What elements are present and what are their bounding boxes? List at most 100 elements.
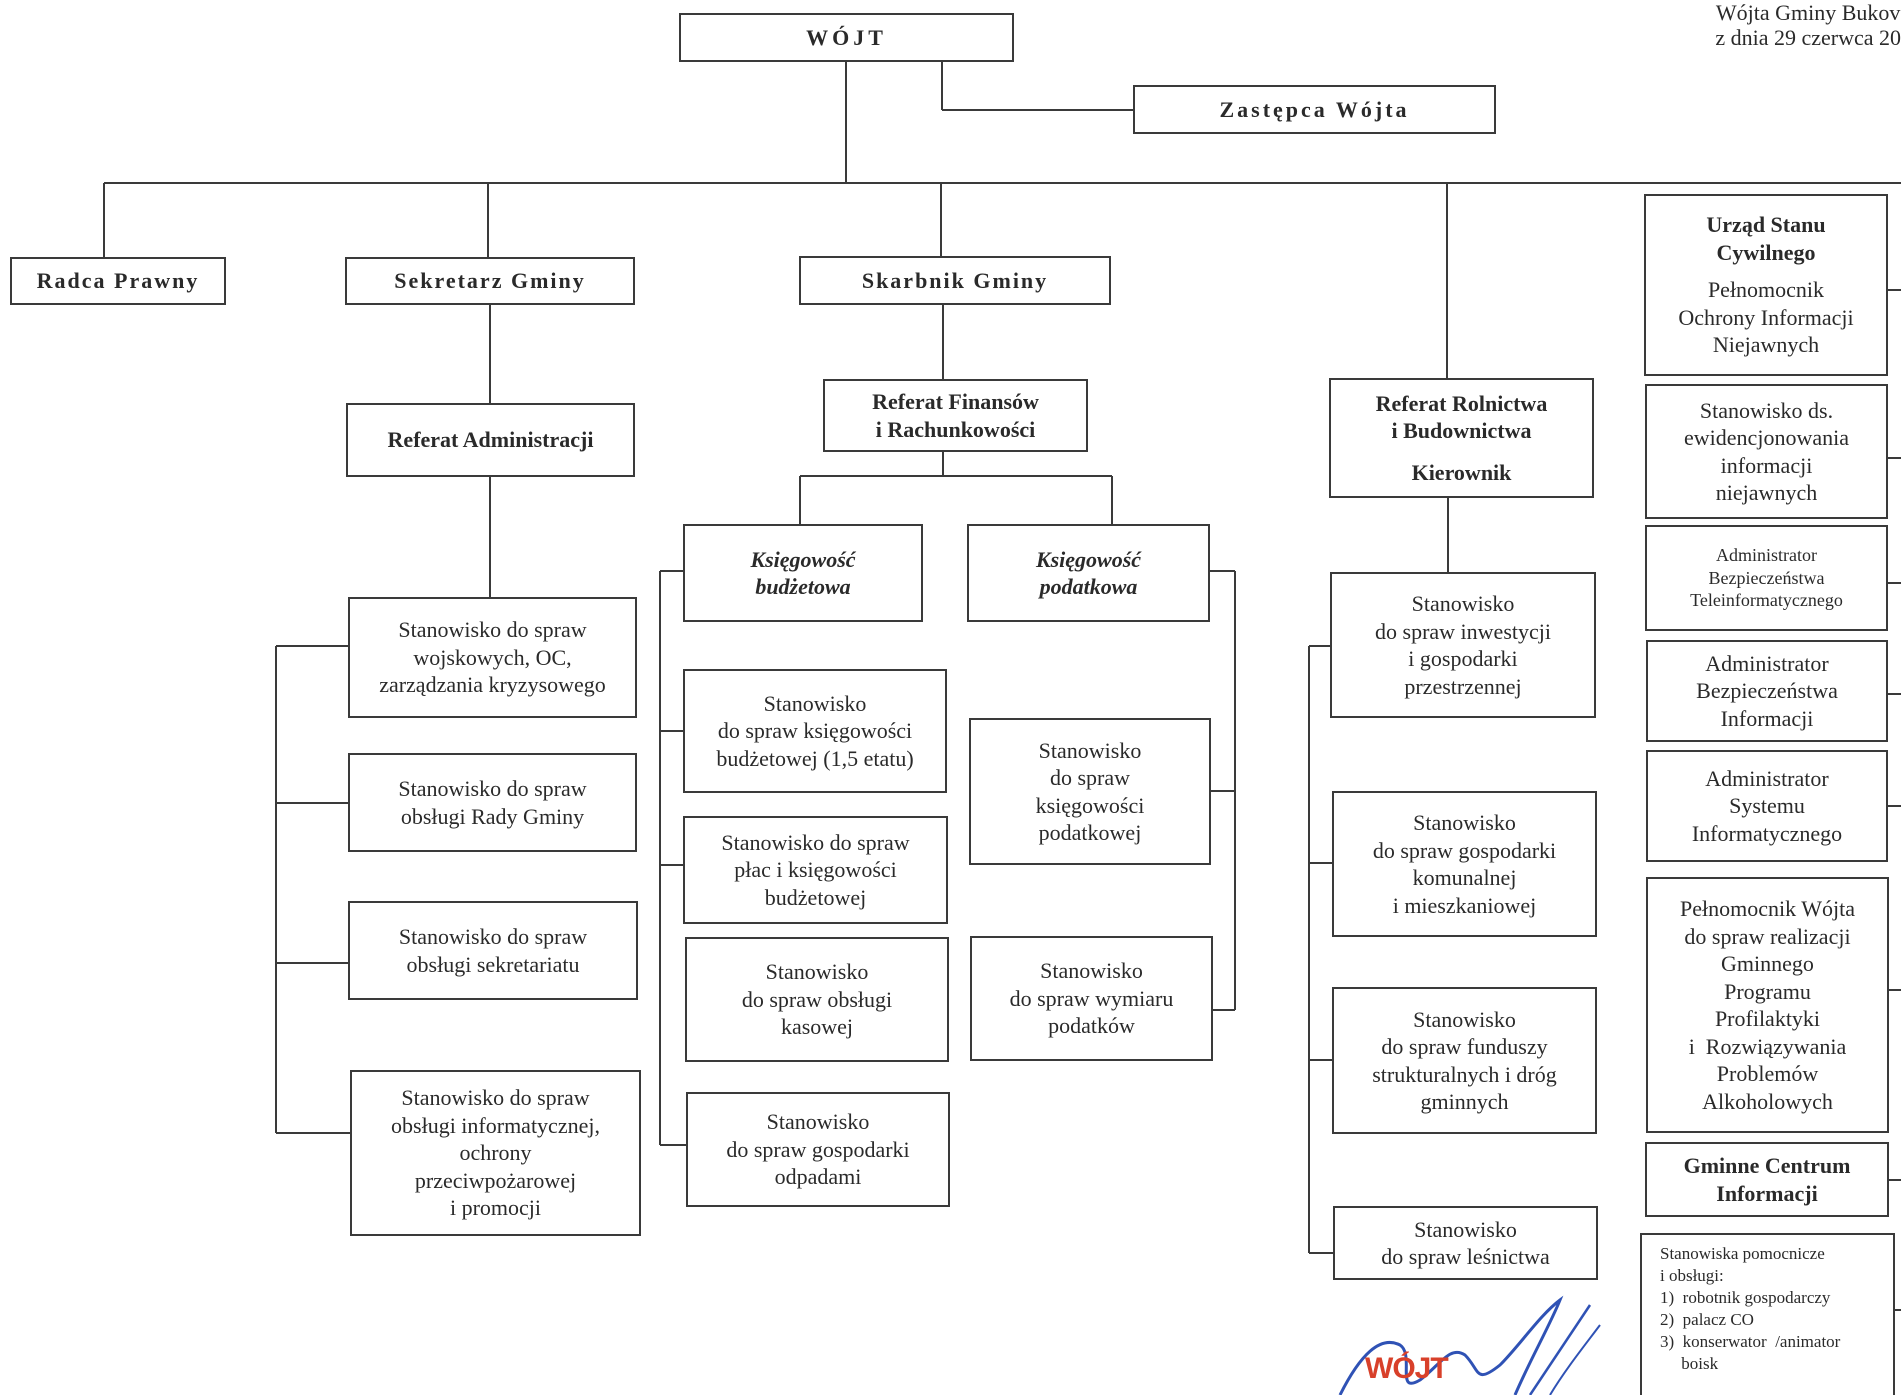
budzetowa-position-box: Stanowisko do spraw księgowości budżetow…	[683, 669, 947, 793]
position-line: zarządzania kryzysowego	[379, 672, 606, 698]
position-line: Administrator	[1716, 545, 1817, 566]
referat-rolnictwa-box: Referat Rolnictwa i Budownictwa Kierowni…	[1329, 378, 1594, 498]
position-line: do spraw wymiaru	[1009, 985, 1174, 1011]
position-line: Stanowisko do spraw	[398, 776, 587, 801]
position-line: Gminnego	[1721, 951, 1814, 976]
pelnomocnik-ochrony-line: Pełnomocnik	[1707, 277, 1825, 303]
urzad-stanu-cywilnego-box: Urząd Stanu Cywilnego Pełnomocnik Ochron…	[1644, 194, 1888, 376]
position-line: budżetowej (1,5 etatu)	[716, 745, 914, 771]
position-line: i promocji	[449, 1195, 542, 1221]
document-header: Wójta Gminy Bukov z dnia 29 czerwca 20	[1715, 0, 1901, 51]
position-line: obsługi sekretariatu	[406, 951, 580, 977]
list-line: Stanowiska pomocnicze	[1660, 1244, 1825, 1263]
position-line: Stanowisko	[1040, 958, 1143, 984]
rolnictwo-position-box: Stanowisko do spraw leśnictwa	[1333, 1206, 1598, 1280]
position-line: Gminne Centrum	[1683, 1153, 1851, 1178]
position-line: przestrzennej	[1404, 673, 1522, 699]
position-line: budżetowej	[764, 884, 867, 910]
admin-position-box: Stanowisko do spraw obsługi sekretariatu	[348, 901, 638, 1000]
administrator-systemu-box: Administrator Systemu Informatycznego	[1646, 750, 1888, 862]
position-line: Stanowisko do spraw	[401, 1085, 590, 1111]
position-line: Stanowisko	[765, 959, 869, 985]
position-line: do spraw gospodarki	[1372, 837, 1557, 863]
ksiegowosc-podatkowa-line-2: podatkowa	[1039, 574, 1138, 599]
position-line: ewidencjonowania	[1684, 425, 1849, 450]
position-line: Stanowisko	[1413, 810, 1516, 835]
position-line: Stanowisko do spraw	[398, 617, 587, 643]
ksiegowosc-budzetowa-line-2: budżetowa	[755, 574, 851, 599]
list-line: 1) robotnik gospodarczy	[1660, 1288, 1831, 1308]
position-line: gminnych	[1420, 1089, 1509, 1114]
position-line: Teleinformatycznego	[1690, 590, 1843, 611]
zastepca-box: Zastępca Wójta	[1133, 85, 1496, 134]
referat-finansow-box: Referat Finansów i Rachunkowości	[823, 379, 1088, 452]
position-line: podatków	[1048, 1013, 1135, 1039]
wojt-stamp-text: WÓJT	[1365, 1352, 1449, 1385]
header-line-1: Wójta Gminy Bukov	[1715, 0, 1901, 25]
wojt-label: WÓJT	[806, 24, 887, 50]
position-line: Informatycznego	[1691, 820, 1843, 846]
budzetowa-position-box: Stanowisko do spraw płac i księgowości b…	[683, 816, 948, 924]
wojt-stamp: WÓJT	[1365, 1352, 1449, 1386]
position-line: informacji	[1720, 452, 1813, 478]
referat-administracji-label: Referat Administracji	[387, 427, 594, 453]
position-line: obsługi informatycznej,	[391, 1112, 600, 1138]
wojt-box: WÓJT	[679, 13, 1014, 62]
position-line: do spraw obsługi	[741, 986, 893, 1012]
ksiegowosc-budzetowa-box: Księgowość budżetowa	[683, 524, 923, 622]
position-line: do spraw	[1049, 765, 1131, 790]
admin-position-box: Stanowisko do spraw obsługi Rady Gminy	[348, 753, 637, 852]
podatkowa-position-box: Stanowisko do spraw wymiaru podatków	[970, 936, 1213, 1061]
position-line: i gospodarki	[1408, 646, 1518, 671]
skarbnik-label: Skarbnik Gminy	[861, 267, 1049, 293]
urzad-stanu-cywilnego-title-1: Urząd Stanu	[1706, 212, 1826, 238]
position-line: przeciwpożarowej	[414, 1167, 577, 1193]
pelnomocnik-wojta-box: Pełnomocnik Wójta do spraw realizacji Gm…	[1646, 877, 1889, 1133]
position-line: i Rozwiązywania	[1688, 1033, 1847, 1059]
position-line: Stanowisko ds.	[1699, 397, 1834, 423]
position-line: ochrony	[459, 1140, 532, 1166]
position-line: Alkoholowych	[1702, 1088, 1833, 1114]
position-line: do spraw inwestycji	[1375, 618, 1551, 644]
position-line: Programu	[1724, 978, 1811, 1004]
position-line: Stanowisko	[1413, 1006, 1516, 1032]
ksiegowosc-budzetowa-line-1: Księgowość	[750, 546, 856, 572]
position-line: Bezpieczeństwa	[1696, 678, 1838, 704]
position-line: odpadami	[774, 1164, 862, 1190]
skarbnik-box: Skarbnik Gminy	[799, 256, 1111, 305]
radca-box: Radca Prawny	[10, 257, 226, 305]
position-line: Systemu	[1729, 793, 1805, 819]
position-line: do spraw gospodarki	[726, 1136, 910, 1162]
position-line: podatkowej	[1038, 820, 1142, 845]
position-line: wojskowych, OC,	[413, 644, 572, 670]
position-line: do spraw realizacji	[1684, 923, 1851, 949]
administrator-informacji-box: Administrator Bezpieczeństwa Informacji	[1646, 640, 1888, 742]
list-line: 2) palacz CO	[1660, 1310, 1754, 1330]
position-line: Bezpieczeństwa	[1708, 567, 1825, 588]
sekretarz-box: Sekretarz Gminy	[345, 257, 635, 305]
position-line: do spraw funduszy	[1381, 1034, 1548, 1059]
pelnomocnik-ochrony-line: Ochrony Informacji	[1678, 304, 1854, 330]
position-line: Stanowisko do spraw	[721, 829, 910, 855]
list-line: 3) konserwator /animator	[1660, 1332, 1841, 1352]
position-line: księgowości	[1035, 792, 1145, 818]
referat-finansow-line-1: Referat Finansów	[872, 389, 1039, 414]
position-line: Pełnomocnik Wójta	[1680, 896, 1855, 921]
position-line: niejawnych	[1715, 480, 1818, 505]
budzetowa-position-box: Stanowisko do spraw gospodarki odpadami	[686, 1092, 950, 1207]
referat-administracji-box: Referat Administracji	[346, 403, 635, 477]
position-line: płac i księgowości	[734, 857, 897, 883]
position-line: do spraw leśnictwa	[1381, 1244, 1550, 1269]
referat-rolnictwa-line-2: i Budownictwa	[1391, 418, 1532, 444]
position-line: Informacji	[1720, 705, 1814, 731]
ksiegowosc-podatkowa-box: Księgowość podatkowa	[967, 524, 1210, 622]
admin-position-box: Stanowisko do spraw wojskowych, OC, zarz…	[348, 597, 637, 718]
rolnictwo-position-box: Stanowisko do spraw gospodarki komunalne…	[1332, 791, 1597, 937]
stanowiska-pomocnicze-box: Stanowiska pomocnicze i obsługi: 1) robo…	[1640, 1233, 1895, 1395]
signature-scribble	[1338, 1295, 1601, 1395]
position-line: kasowej	[780, 1014, 854, 1040]
referat-finansow-line-2: i Rachunkowości	[875, 416, 1036, 442]
position-line: Stanowisko	[1038, 737, 1142, 763]
position-line: Informacji	[1716, 1180, 1818, 1206]
